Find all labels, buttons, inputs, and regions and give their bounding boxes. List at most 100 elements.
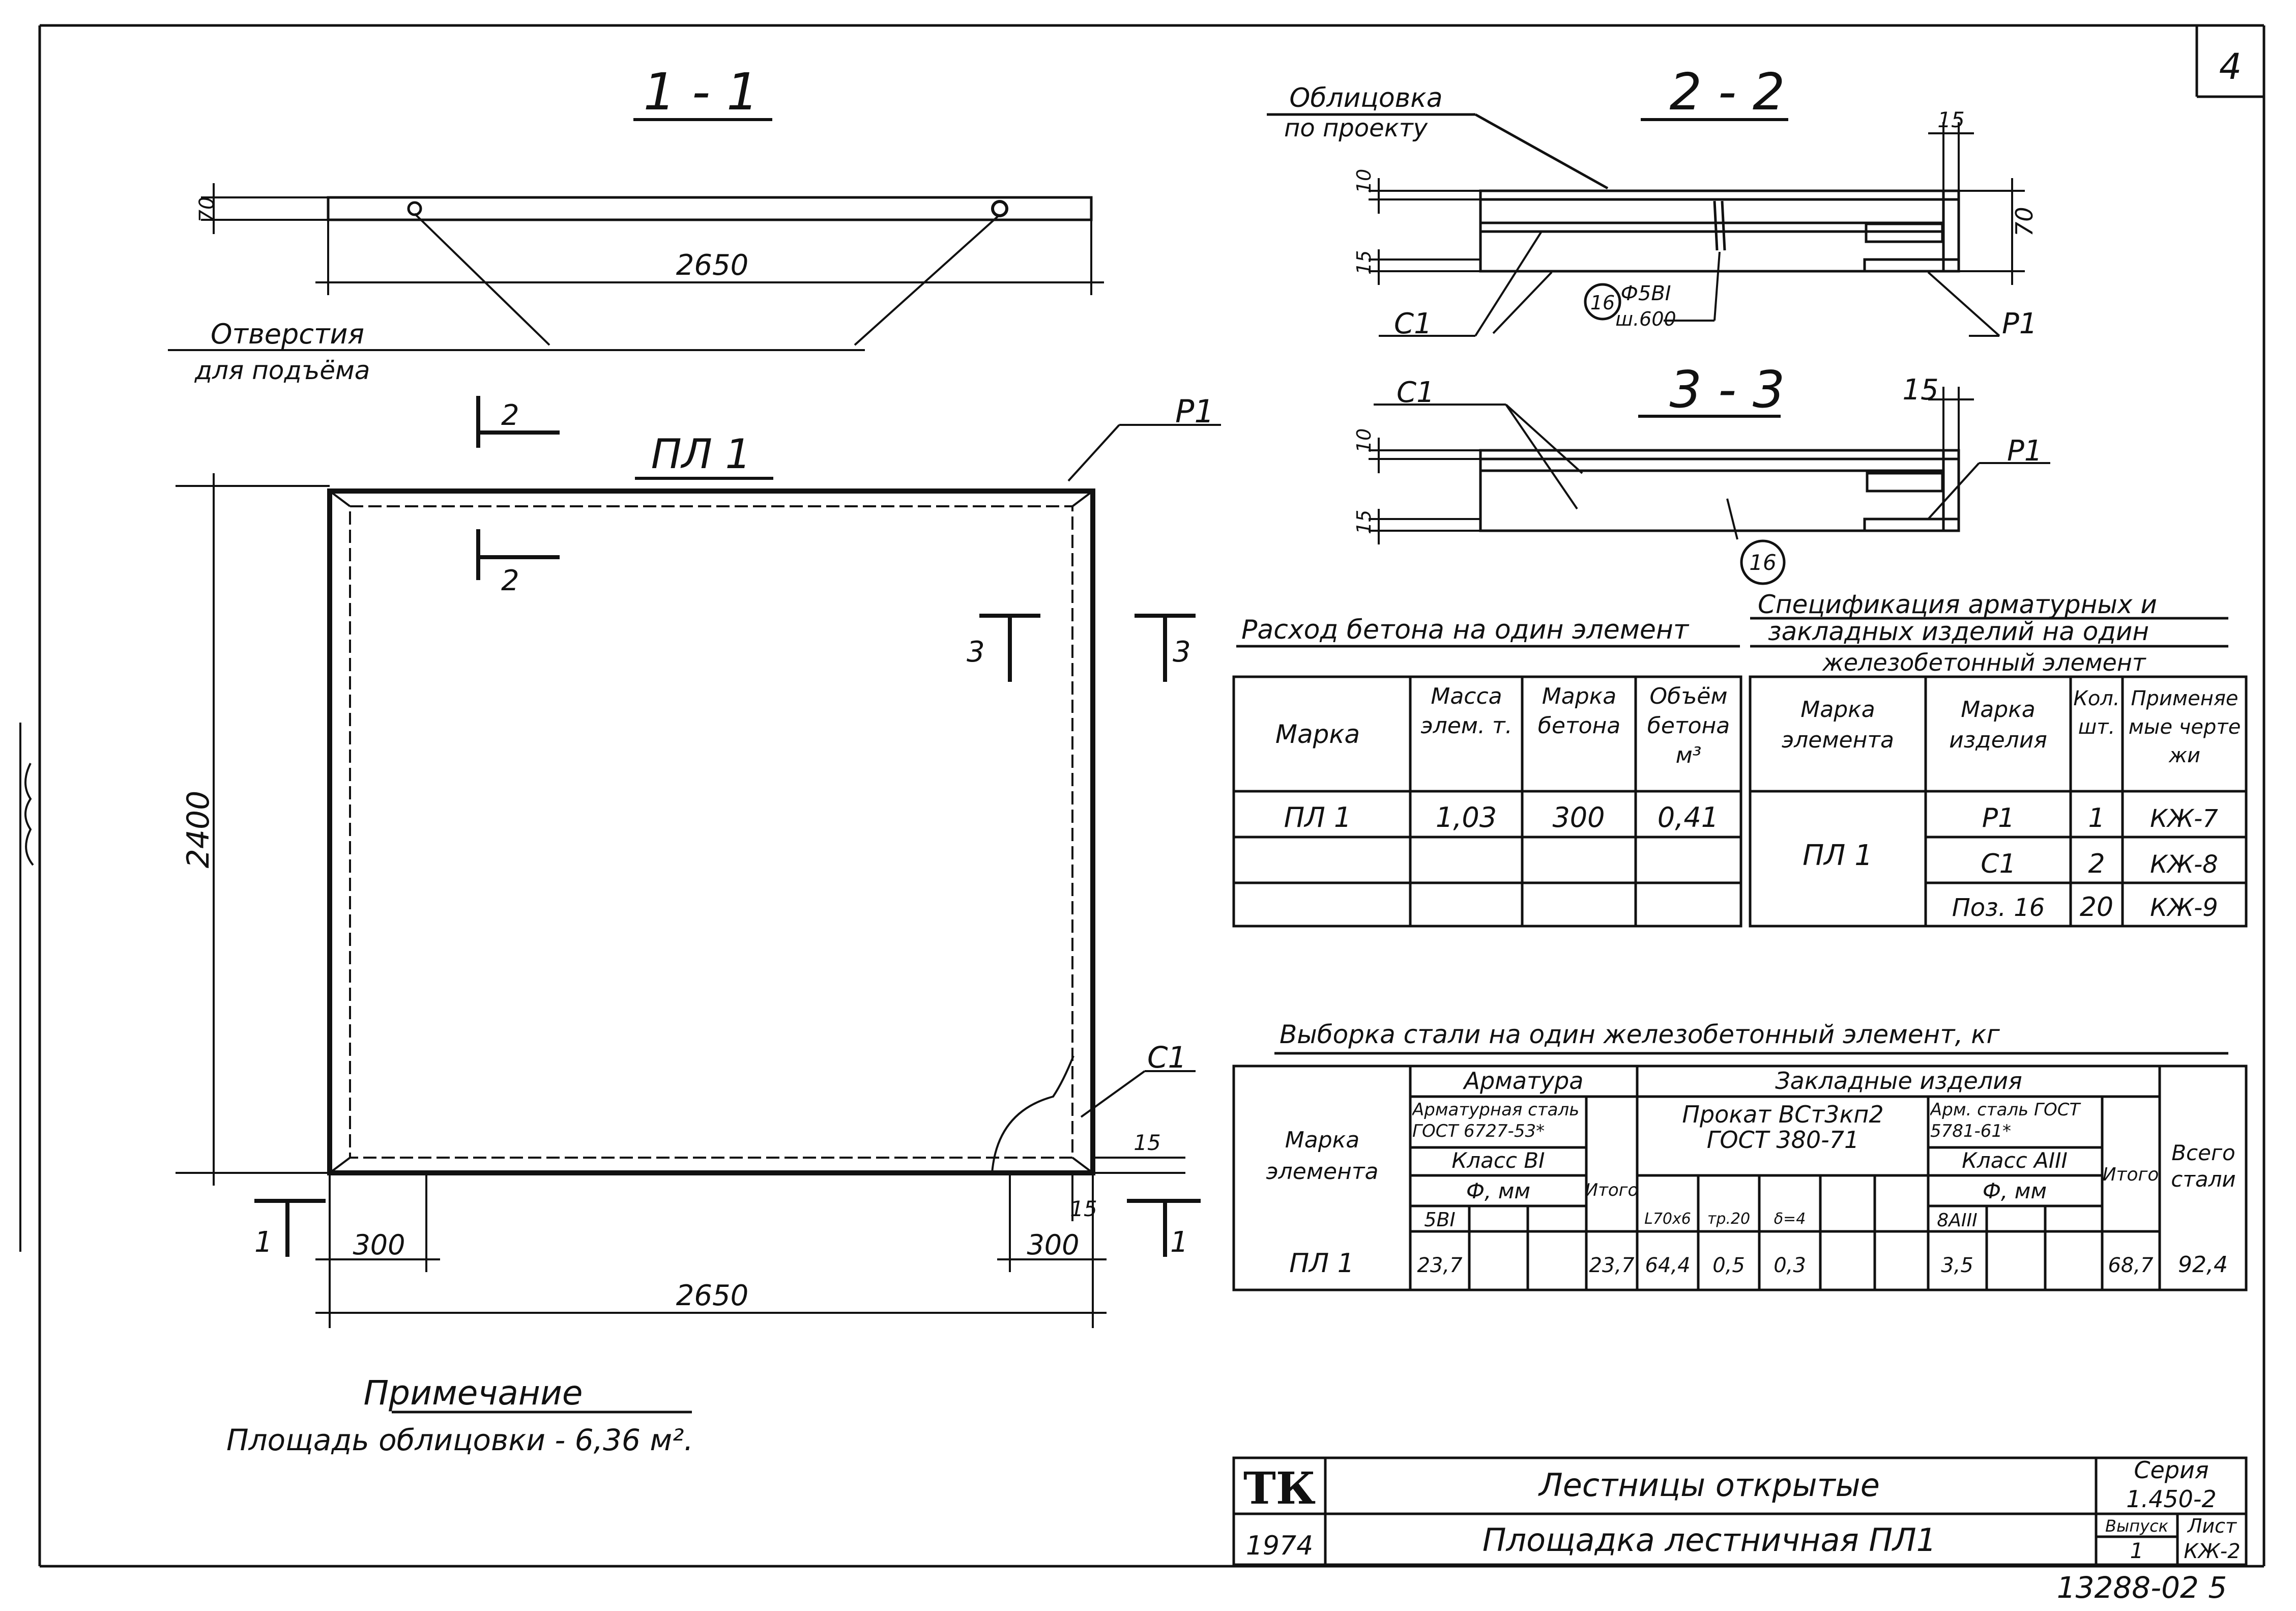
section-3-3-dims bbox=[1369, 387, 2050, 544]
steel-row-rebar-5: 23,7 bbox=[1417, 1254, 1463, 1277]
title-block-sheet-label: Лист bbox=[2187, 1515, 2237, 1537]
section-3-3-pos-number: 16 bbox=[1749, 550, 1776, 575]
steel-rebar-diam: Ф, мм bbox=[1466, 1178, 1530, 1203]
steel-rolled: Прокат ВСт3кп2 ГОСТ 380-71 bbox=[1682, 1102, 1883, 1153]
section-3-3-label-c1: С1 bbox=[1397, 376, 1435, 409]
plan-label-c1: С1 bbox=[1147, 1040, 1186, 1075]
spec-row3-item: Поз. 16 bbox=[1952, 894, 2045, 922]
plan-title: ПЛ 1 bbox=[651, 430, 751, 478]
position-16-marker-3-3-icon bbox=[1740, 539, 1786, 585]
lifting-holes-note-line2: для подъёма bbox=[194, 356, 370, 385]
steel-grand-total-header: Всего стали bbox=[2171, 1140, 2235, 1192]
spec-table-title-line1: Спецификация арматурных и bbox=[1758, 590, 2157, 619]
section-3-3-label-p1: Р1 bbox=[2007, 435, 2042, 468]
steel-row-tr20: 0,5 bbox=[1712, 1254, 1745, 1277]
section-3-3-dim-bottom: 15 bbox=[1353, 510, 1375, 534]
steel-rebar-size: 5ВI bbox=[1424, 1209, 1455, 1231]
title-block-sheet: КЖ-2 bbox=[2184, 1540, 2240, 1563]
plan-cut-1-left: 1 bbox=[254, 1226, 273, 1259]
margin-signature bbox=[19, 723, 34, 1252]
section-2-2-pos-number: 16 bbox=[1590, 292, 1615, 314]
section-1-1-slab bbox=[327, 196, 1093, 221]
plan-cut-1-right: 1 bbox=[1170, 1226, 1188, 1259]
plan-label-p1: Р1 bbox=[1175, 393, 1214, 430]
section-3-3-title: 3 - 3 bbox=[1670, 360, 1785, 419]
concrete-row-volume: 0,41 bbox=[1658, 801, 1719, 833]
position-16-marker-icon bbox=[1584, 283, 1621, 321]
note-text: Площадь облицовки - 6,36 м². bbox=[226, 1423, 693, 1457]
spec-row1-drawing: КЖ-7 bbox=[2150, 804, 2218, 833]
title-block-year: 1974 bbox=[1246, 1531, 1313, 1561]
steel-row-grand: 92,4 bbox=[2178, 1252, 2228, 1278]
spec-row2-drawing: КЖ-8 bbox=[2150, 850, 2218, 879]
lifting-hole-left-icon bbox=[407, 201, 422, 216]
plan-section-marks bbox=[254, 396, 1201, 1257]
title-block-grid bbox=[1232, 1456, 2248, 1566]
plan-slab bbox=[327, 488, 1095, 1175]
steel-rebar-steel: Арматурная сталь ГОСТ 6727-53* bbox=[1412, 1100, 1579, 1141]
concrete-row-mass: 1,03 bbox=[1436, 801, 1497, 833]
section-2-2-dim-bottom: 15 bbox=[1353, 250, 1375, 275]
concrete-table-title: Расход бетона на один элемент bbox=[1241, 615, 1690, 645]
section-2-2-body bbox=[1267, 113, 1960, 273]
cladding-label-line1: Облицовка bbox=[1289, 83, 1442, 113]
steel-table-grid bbox=[1232, 1065, 2248, 1291]
section-3-3-body bbox=[1479, 449, 1960, 532]
steel-row-emb-total: 68,7 bbox=[2108, 1254, 2154, 1277]
plan-left-offset-dim: 300 bbox=[353, 1229, 405, 1261]
steel-arm-class: Класс АIII bbox=[1962, 1148, 2068, 1173]
section-1-1-height-dim: 70 bbox=[195, 197, 219, 223]
plan-length-dim: 2650 bbox=[676, 1279, 749, 1312]
spec-table-grid bbox=[1749, 675, 2248, 928]
section-2-2-title: 2 - 2 bbox=[1670, 62, 1785, 122]
spec-row2-qty: 2 bbox=[2088, 849, 2105, 879]
steel-rebar-class: Класс ВI bbox=[1451, 1148, 1545, 1173]
footer-code: 13288-02 5 bbox=[2057, 1570, 2227, 1605]
title-block-logo: ТК bbox=[1243, 1463, 1316, 1514]
steel-group-rebar: Арматура bbox=[1463, 1067, 1584, 1095]
steel-rebar-total: Итого bbox=[1585, 1180, 1639, 1200]
steel-arm-diam: Ф, мм bbox=[1983, 1178, 2047, 1203]
spec-row1-qty: 1 bbox=[2088, 803, 2105, 833]
section-2-2-label-p1: Р1 bbox=[2002, 307, 2037, 340]
concrete-header-mass: Масса элем. т. bbox=[1420, 683, 1512, 739]
section-2-2-dim-top: 10 bbox=[1353, 169, 1375, 193]
spec-header-drawings: Применяемые чертежи bbox=[2129, 687, 2241, 767]
plan-cut-2-top: 2 bbox=[501, 399, 519, 432]
section-2-2-label-c1: С1 bbox=[1394, 307, 1432, 340]
section-1-1-dims bbox=[168, 183, 1104, 351]
note-title: Примечание bbox=[364, 1373, 583, 1413]
section-3-3-dim-top: 10 bbox=[1353, 428, 1375, 453]
steel-embedded-total: Итого bbox=[2103, 1164, 2159, 1185]
title-block-subtitle: Площадка лестничная ПЛ1 bbox=[1483, 1521, 1936, 1559]
steel-group-embedded: Закладные изделия bbox=[1775, 1067, 2022, 1095]
spec-header-item: Марка изделия bbox=[1949, 697, 2047, 753]
steel-header-element: Марка элемента bbox=[1266, 1127, 1379, 1185]
steel-row-d4: 0,3 bbox=[1774, 1254, 1806, 1277]
section-2-2-dim-height: 70 bbox=[2011, 207, 2038, 237]
concrete-table-grid bbox=[1232, 675, 1742, 928]
section-2-2-pos-spacing: ш.600 bbox=[1615, 308, 1676, 330]
concrete-row-grade: 300 bbox=[1552, 801, 1605, 833]
plan-edge-dim-a: 15 bbox=[1134, 1130, 1160, 1155]
title-block-series-label: Серия bbox=[2134, 1456, 2208, 1484]
plan-cut-2-bottom: 2 bbox=[501, 564, 519, 597]
lifting-hole-right-icon bbox=[991, 200, 1008, 217]
spec-row1-item: Р1 bbox=[1982, 803, 2015, 833]
concrete-header-mark: Марка bbox=[1275, 720, 1360, 749]
steel-row-element: ПЛ 1 bbox=[1289, 1248, 1354, 1279]
steel-rolled-size-2: тр.20 bbox=[1707, 1210, 1750, 1228]
title-block-issue: 1 bbox=[2130, 1538, 2144, 1563]
concrete-row-mark: ПЛ 1 bbox=[1284, 801, 1352, 833]
spec-row3-qty: 20 bbox=[2080, 892, 2113, 923]
spec-row2-item: С1 bbox=[1981, 849, 2016, 879]
spec-header-element: Марка элемента bbox=[1782, 697, 1894, 753]
plan-edge-dim-b: 15 bbox=[1070, 1196, 1097, 1221]
steel-rolled-size-3: δ=4 bbox=[1774, 1210, 1806, 1228]
sheet-frame bbox=[38, 24, 2265, 1568]
steel-row-l70: 64,4 bbox=[1645, 1254, 1690, 1277]
steel-row-a3: 3,5 bbox=[1941, 1254, 1973, 1277]
section-1-1-title: 1 - 1 bbox=[644, 62, 759, 122]
steel-arm-size: 8АIII bbox=[1937, 1210, 1977, 1231]
